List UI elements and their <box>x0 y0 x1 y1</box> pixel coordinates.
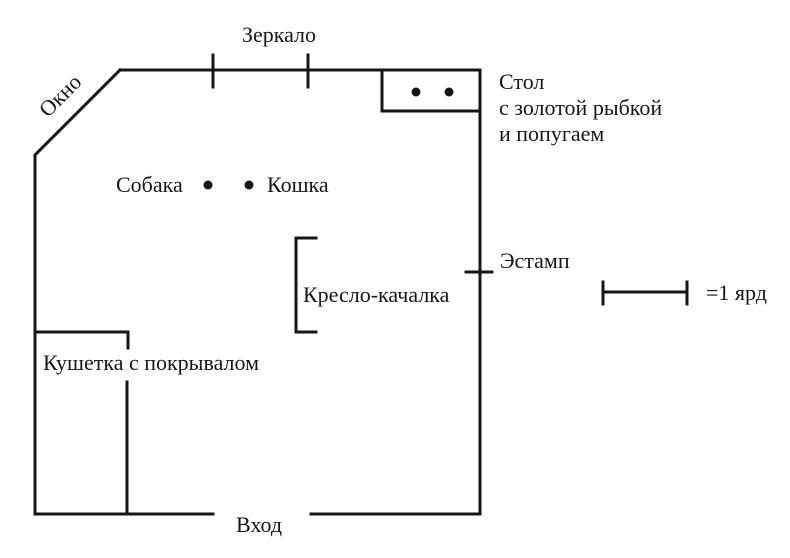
table-label-line1: Стол <box>499 69 545 94</box>
table-label: Стол с золотой рыбкой и попугаем <box>499 69 662 147</box>
table-label-line3: и попугаем <box>499 121 605 146</box>
dog-label: Собака <box>116 172 183 197</box>
table-outline <box>380 68 482 113</box>
rocking-chair-bracket <box>294 236 318 334</box>
cat-dot <box>244 180 254 190</box>
dog-dot <box>203 180 213 190</box>
couch-top-edge <box>33 330 130 350</box>
goldfish-dot <box>411 87 421 97</box>
couch-label: Кушетка с покрывалом <box>43 350 260 375</box>
cat-label: Кошка <box>267 172 329 197</box>
rocking-chair-label: Кресло-качалка <box>303 282 450 307</box>
room-walls-right <box>118 68 482 516</box>
table-label-line2: с золотой рыбкой <box>499 95 663 120</box>
mirror-label: Зеркало <box>241 22 317 47</box>
scale-legend-label: =1 ярд <box>706 280 767 305</box>
entrance-label: Вход <box>236 512 283 537</box>
parrot-dot <box>444 87 454 97</box>
room-walls-left <box>33 67 215 516</box>
print-label: Эстамп <box>500 248 570 273</box>
